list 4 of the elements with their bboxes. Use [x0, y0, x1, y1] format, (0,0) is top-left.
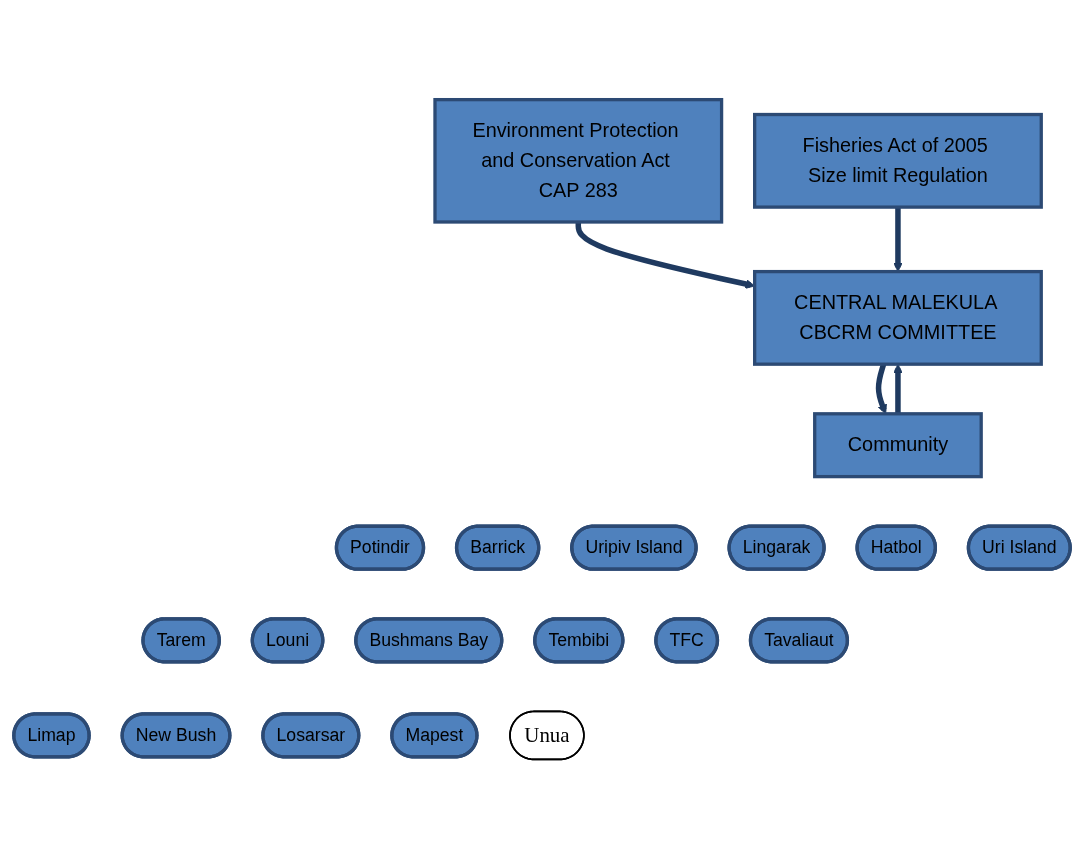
node-box: Community	[813, 412, 983, 479]
node-box: CENTRAL MALEKULA CBCRM COMMITTEE	[753, 269, 1043, 366]
node-box: Environment Protection and Conservation Act CAP 283	[433, 98, 724, 224]
node-box: Fisheries Act of 2005 Size limit Regulation	[753, 112, 1043, 209]
